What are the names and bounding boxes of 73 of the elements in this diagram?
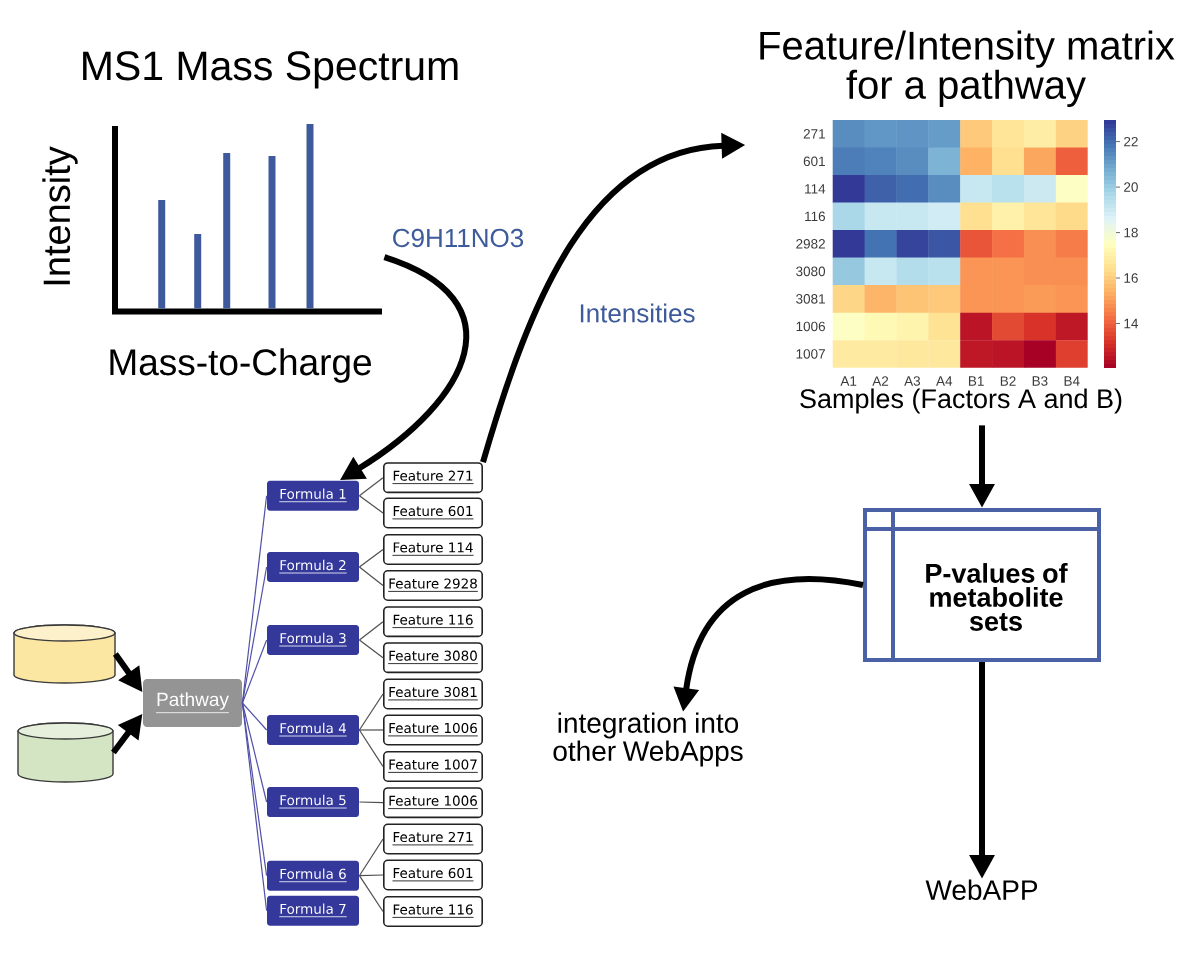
tick-label: 20 [1124,182,1138,192]
feature-box: Feature 1006 [383,787,483,819]
connector-line [358,874,384,877]
feature-box: Feature 1007 [383,751,483,782]
text-label: integration into other WebApps [553,712,743,767]
feature-box: Feature 601 [383,859,483,891]
column-label: B3 [1032,376,1048,386]
row-label: 2982 [796,239,825,249]
row-label: 1007 [796,349,825,359]
connector-line [241,702,268,912]
feature-box: Feature 3080 [383,642,483,674]
tick-label: 14 [1124,318,1139,329]
connector-line [358,495,384,514]
connector-line [358,621,384,641]
connector-line [358,875,384,913]
text-label: WebAPP [925,879,1038,900]
column-label: A3 [904,376,921,386]
row-label: 1006 [796,321,825,332]
formula-box: Formula 5 [267,787,359,817]
feature-box: Feature 601 [383,497,483,529]
table-box: P-values of metabolite sets [863,508,1101,662]
row-label: 114 [805,184,826,194]
formula-box: Formula 3 [267,625,359,655]
connector-line [358,729,384,768]
pathway-box: Pathway [143,679,242,727]
formula-box: Formula 7 [267,895,359,926]
connector-line [358,693,384,731]
database-cylinder [13,624,116,684]
row-label: 271 [803,129,825,139]
connector-line [241,639,268,704]
connector-line [358,801,384,804]
row-label: 3081 [796,294,825,304]
feature-box: Feature 1006 [383,714,483,746]
axis-label: Mass-to-Charge [110,348,371,383]
formula-box: Formula 1 [267,480,359,511]
tick-label: 18 [1124,227,1138,238]
feature-box: Feature 3081 [383,678,483,710]
row-label: 3080 [796,266,826,277]
feature-box: Feature 116 [383,606,483,638]
feature-box: Feature 271 [383,823,483,855]
column-label: A1 [840,376,857,386]
connector-line [358,729,384,731]
connector-line [358,566,384,587]
edge-label: C9H11NO3 [389,226,527,250]
edge-label: Intensities [576,301,698,325]
formula-box: Formula 6 [267,860,359,891]
database-cylinder [17,722,114,783]
column-label: A4 [936,376,953,386]
row-label: 601 [803,156,825,167]
column-label: A2 [872,376,889,386]
connector-line [358,639,384,659]
column-label: B1 [969,376,984,386]
feature-box: Feature 2928 [383,570,483,601]
connector-line [241,702,268,731]
tick-label: 16 [1124,273,1138,283]
formula-box: Formula 4 [267,715,359,745]
axis-label: Intensity [42,146,78,285]
connector-line [358,477,384,497]
row-label: 116 [805,211,825,222]
connector-line [241,702,268,803]
connector-line [358,548,384,568]
formula-box: Formula 2 [267,552,359,582]
column-label: B4 [1064,376,1080,386]
feature-box: Feature 114 [383,534,483,565]
heading: MS1 Mass Spectrum [83,51,458,89]
tick-label: 22 [1124,136,1138,147]
column-label: B2 [1000,376,1016,386]
feature-box: Feature 116 [383,896,483,927]
feature-box: Feature 271 [383,462,483,494]
connector-line [358,838,384,877]
axis-label: Samples (Factors A and B) [800,388,1122,414]
connector-line [241,566,268,704]
heading: Feature/Intensity matrix for a pathway [760,30,1175,107]
